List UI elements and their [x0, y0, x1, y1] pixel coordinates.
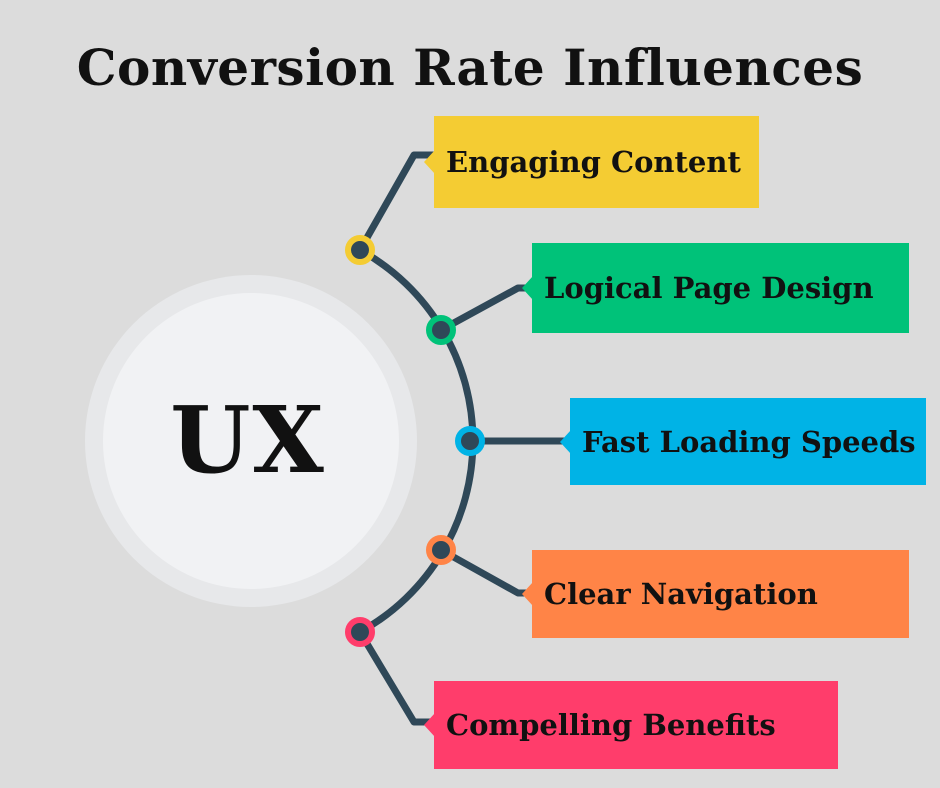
node-logical-page-design	[426, 315, 456, 345]
box-pointer	[424, 150, 435, 174]
box-logical-page-design: Logical Page Design	[522, 243, 909, 333]
box-label: Compelling Benefits	[446, 708, 776, 742]
node-fast-loading-speeds	[455, 426, 485, 456]
node-clear-navigation	[426, 535, 456, 565]
connector-line-clear-navigation	[439, 546, 532, 597]
connector-line-compelling-benefits	[356, 630, 434, 726]
box-pointer	[560, 429, 571, 454]
box-fast-loading-speeds: Fast Loading Speeds	[560, 398, 926, 485]
connector-line-engaging-content	[356, 151, 434, 252]
box-pointer	[424, 713, 435, 737]
box-label: Logical Page Design	[544, 271, 874, 305]
box-engaging-content: Engaging Content	[424, 116, 759, 208]
connector-line-logical-page-design	[439, 284, 532, 334]
box-label: Engaging Content	[446, 145, 741, 179]
box-label: Fast Loading Speeds	[582, 424, 916, 459]
ux-center-label: UX	[170, 386, 326, 494]
box-pointer	[522, 276, 533, 300]
node-engaging-content	[345, 235, 375, 265]
box-clear-navigation: Clear Navigation	[522, 550, 909, 638]
page-title: Conversion Rate Influences	[76, 38, 864, 97]
ux-inner-circle	[103, 293, 399, 589]
box-pointer	[522, 582, 533, 606]
box-label: Clear Navigation	[544, 577, 818, 611]
node-compelling-benefits	[345, 617, 375, 647]
box-compelling-benefits: Compelling Benefits	[424, 681, 838, 769]
